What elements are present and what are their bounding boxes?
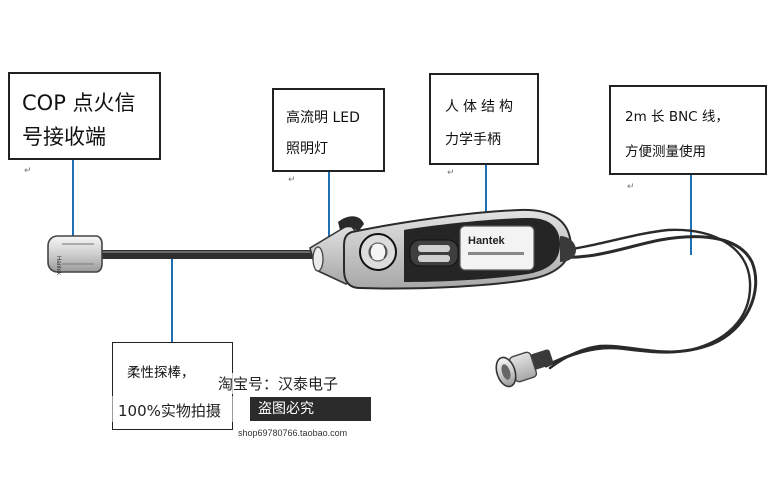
tip-brand-text: Hantek — [55, 256, 61, 276]
cable-label-line2: 方便测量使用 — [625, 144, 706, 160]
handle-label-line1: 人体结构 — [445, 99, 517, 115]
callout-ergonomic-handle: 人体结构 力学手柄 ↵ — [429, 73, 539, 178]
callout-led-light: 高流明 LED 照明灯 ↵ — [272, 88, 385, 185]
watermark-url: shop69780766.taobao.com — [238, 428, 348, 438]
cop-tip: Hantek — [47, 235, 103, 276]
probe-brand-text: Hantek — [468, 235, 506, 247]
led-label-line2: 照明灯 — [286, 141, 328, 157]
handle-label-line2: 力学手柄 — [445, 132, 501, 148]
bnc-cable — [543, 228, 758, 370]
leader-lines — [72, 160, 692, 342]
handle: Hantek — [343, 208, 576, 290]
probe-label-line1: 柔性探棒， — [127, 365, 195, 381]
handle-return-mark: ↵ — [447, 168, 455, 178]
watermark-badge: 盗图必究 — [250, 397, 371, 421]
watermark-shop-name: 淘宝号：汉泰电子 — [218, 373, 339, 394]
cop-return-mark: ↵ — [24, 166, 32, 176]
callout-bnc-cable: 2m 长 BNC 线， 方便测量使用 ↵ — [609, 85, 767, 192]
bnc-connector — [495, 349, 554, 388]
cable-return-mark: ↵ — [627, 182, 635, 192]
cop-label-line1: COP 点火信 — [22, 91, 136, 115]
flexible-rod — [97, 250, 332, 259]
watermark-real-photo: 100%实物拍摄 — [118, 402, 221, 420]
led-label-line1: 高流明 LED — [286, 110, 360, 126]
cable-label-line1: 2m 长 BNC 线， — [625, 109, 729, 125]
led-return-mark: ↵ — [288, 175, 296, 185]
callout-cop-signal-receiver: COP 点火信 号接收端 ↵ — [8, 72, 161, 176]
cop-label-line2: 号接收端 — [22, 125, 106, 149]
